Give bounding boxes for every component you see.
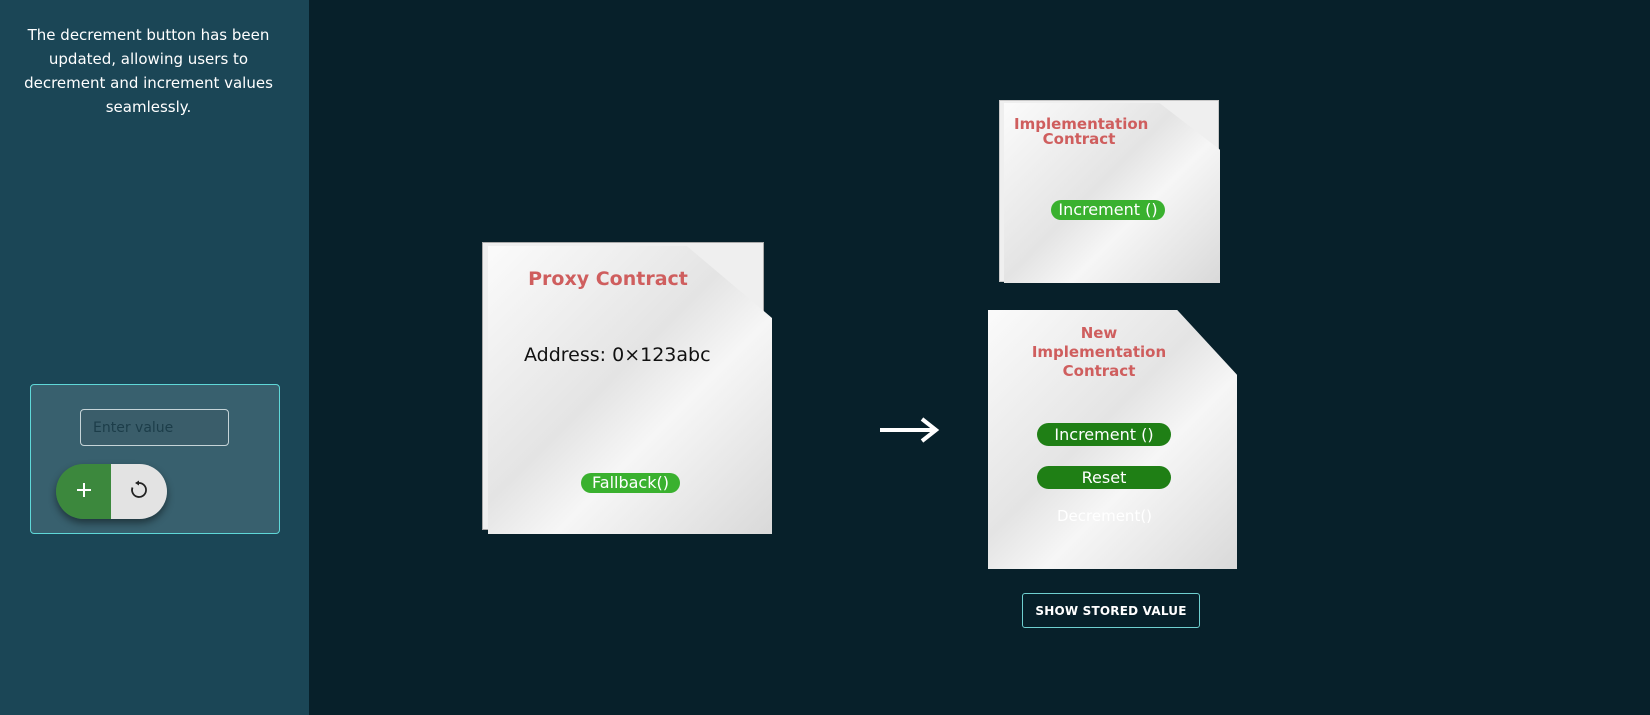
value-input[interactable] xyxy=(80,409,229,446)
proxy-contract-title: Proxy Contract xyxy=(528,268,688,290)
implementation-contract-title: Implementation Contract xyxy=(1014,115,1149,148)
action-button-group xyxy=(56,464,167,519)
new-implementation-contract-title: New Implementation Contract xyxy=(1031,324,1167,380)
reset-icon xyxy=(129,480,149,504)
implementation-increment-function: Increment () xyxy=(1051,200,1165,220)
control-panel xyxy=(30,384,280,534)
new-decrement-function: Decrement() xyxy=(1057,507,1153,525)
new-reset-function: Reset xyxy=(1037,466,1171,489)
sidebar: The decrement button has been updated, a… xyxy=(0,0,309,715)
proxy-address: Address: 0×123abc xyxy=(524,344,711,366)
plus-icon xyxy=(76,482,92,502)
proxy-contract-card: Proxy Contract Address: 0×123abc Fallbac… xyxy=(488,246,772,534)
new-implementation-contract-card: New Implementation Contract Increment ()… xyxy=(988,310,1237,569)
show-stored-value-button[interactable]: SHOW STORED VALUE xyxy=(1022,593,1200,628)
increment-button[interactable] xyxy=(56,464,111,519)
info-message: The decrement button has been updated, a… xyxy=(24,26,273,116)
implementation-contract-card: Implementation Contract Increment () xyxy=(1004,103,1220,283)
fallback-function: Fallback() xyxy=(581,473,680,493)
new-increment-function: Increment () xyxy=(1037,423,1171,446)
arrow-right-icon xyxy=(878,404,940,460)
reset-button[interactable] xyxy=(111,464,167,519)
